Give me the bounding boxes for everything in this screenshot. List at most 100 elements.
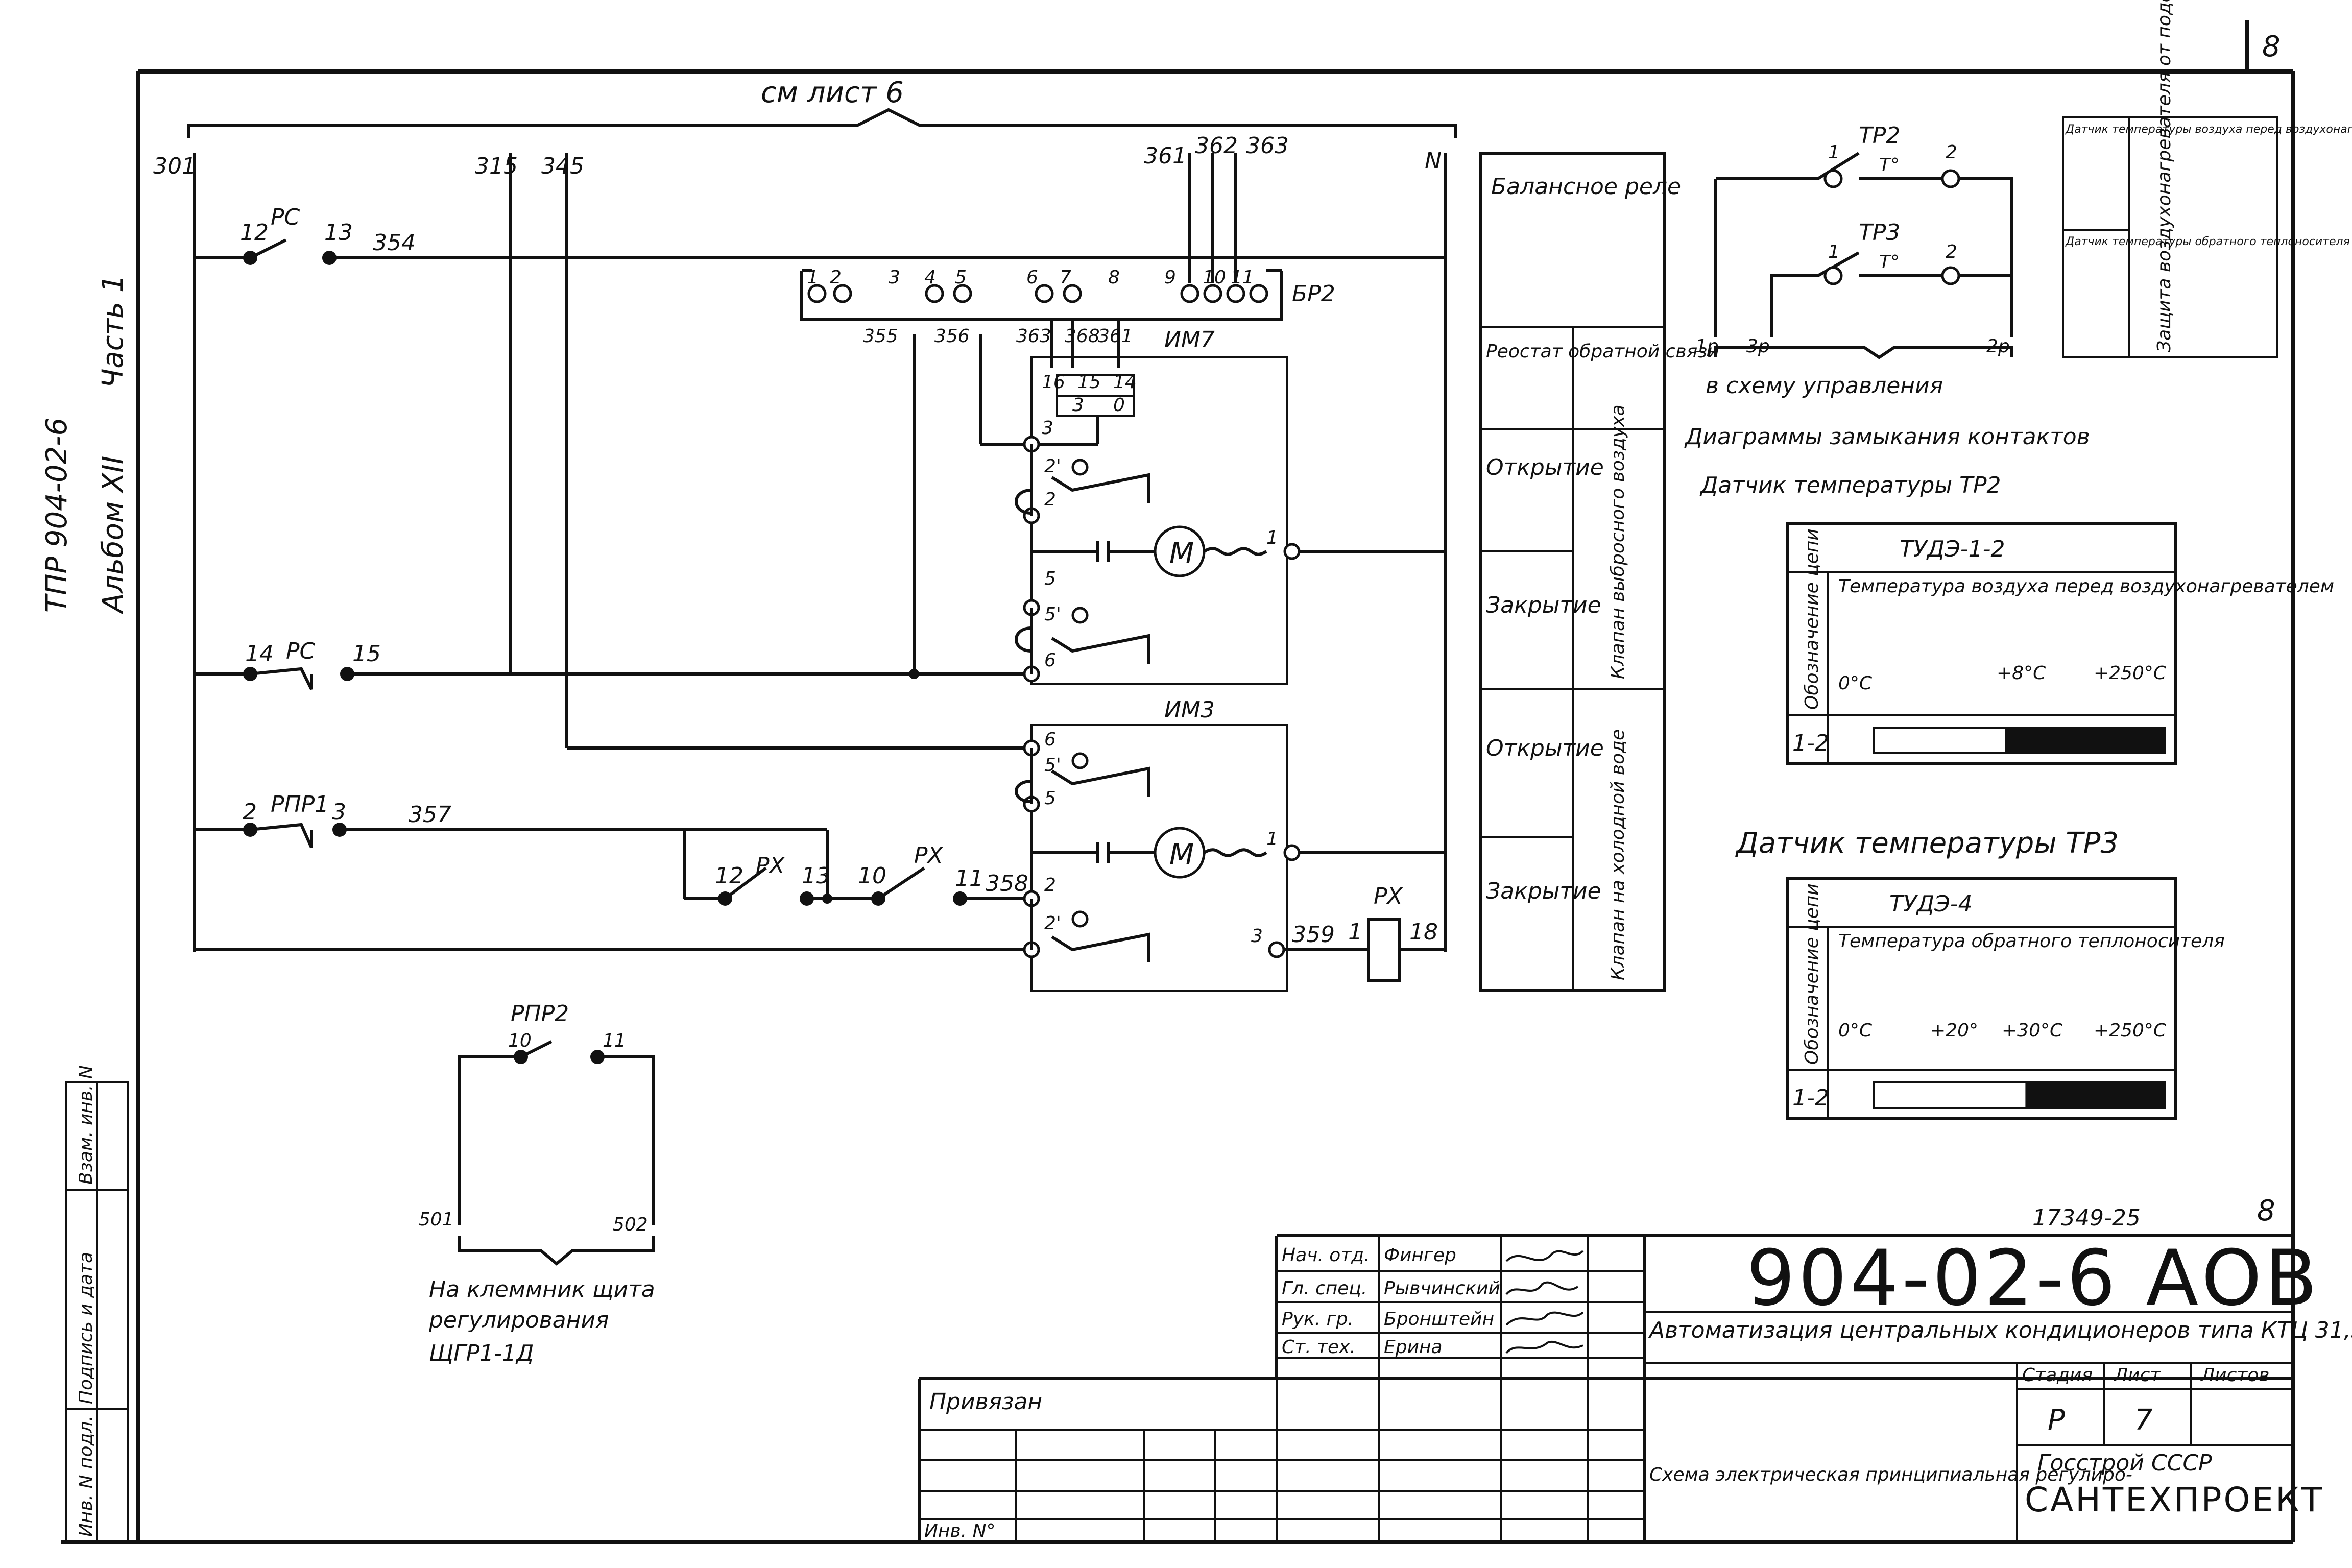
sensor-tr3-closed-bar [2025, 1082, 2165, 1108]
tr2-label: ТР2 [1859, 123, 1900, 149]
relay-terminal: 4 [924, 267, 936, 288]
stamp-podpis: Подпись и дата [76, 1252, 97, 1404]
tb-name: Ерина [1384, 1337, 1443, 1358]
px-coil [1367, 918, 1401, 982]
tb-inv: Инв. N° [924, 1521, 996, 1541]
relay-wire: 363 [1016, 326, 1051, 347]
im7-terminal: 5 [1044, 568, 1056, 589]
relay-terminal: 5 [955, 267, 967, 288]
tr-side-note-b: Датчик температуры обратного теплоносите… [2065, 235, 2352, 248]
contact-dot [243, 667, 257, 681]
top-brace: см лист 6 [187, 76, 1457, 138]
actuator-im3 [1015, 724, 1301, 992]
im7-sub-terminal: 16 [1042, 372, 1065, 393]
bus-label-301: 301 [153, 153, 196, 179]
stamp-inv-podl: Инв. N подл. [76, 1415, 97, 1537]
tb-sheet-top: 8 [2257, 1194, 2275, 1227]
pc-mid-n2: 15 [352, 641, 381, 667]
tr-node: 3р [1746, 336, 1770, 357]
sensor-tr2-title: Датчик температуры ТР2 [1699, 472, 2001, 498]
tr-side-note-c: Защита воздухонагревателя от подогрева и… [2154, 0, 2175, 352]
tb-role: Рук. гр. [1282, 1309, 1354, 1330]
relay-terminal: 7 [1060, 267, 1071, 288]
pc-mid-name: РС [286, 638, 316, 664]
relay-terminal: 3 [889, 267, 900, 288]
table-row-open1: Открытие [1486, 454, 1604, 480]
rpr2-n1: 10 [508, 1030, 532, 1051]
sensor-tr3-tick: +30°С [2002, 1020, 2063, 1041]
contact-dot [800, 891, 814, 906]
sensor-tr3-tick: +250°С [2094, 1020, 2167, 1041]
tb-code: 904-02-6 АОВ [1746, 1234, 2320, 1323]
table-row-close1: Закрытие [1486, 592, 1601, 618]
sensor-tr3-table [1786, 877, 2177, 1120]
sensor-tr3-tick: +20° [1930, 1020, 1978, 1041]
sensor-tr2-tick: +250°С [2094, 663, 2167, 684]
actuator-im3-name: ИМ3 [1164, 697, 1215, 723]
im7-terminal: 5' [1044, 604, 1061, 625]
tb-title: Автоматизация центральных кондиционеров … [1648, 1317, 2352, 1343]
sensor-tr3-row: 1-2 [1792, 1085, 1829, 1111]
junction-dot [822, 894, 832, 904]
tb-bound: Привязан [929, 1389, 1042, 1415]
signature [1505, 1281, 1579, 1295]
right-function-table [1479, 152, 1666, 992]
bus-label-345: 345 [541, 153, 584, 179]
tb-doc-no: 17349-25 [2032, 1205, 2141, 1231]
sheet-frame [61, 20, 2295, 1544]
relay-terminals [807, 284, 1268, 303]
im7-motor-symbol: M [1169, 537, 1194, 570]
rpr2-caption3: ЩГР1-1Д [429, 1340, 534, 1366]
contact-dot [332, 823, 347, 837]
junction-dot [909, 669, 919, 679]
contact-dot [322, 251, 337, 265]
im7-terminal: 1 [1266, 527, 1278, 548]
sheet-corner-number: 8 [2262, 30, 2281, 63]
px-coil-wire: 359 [1292, 922, 1335, 948]
relay-block-br2 [800, 269, 1283, 321]
px2-n2: 11 [955, 865, 983, 891]
rpr1-n2: 3 [332, 799, 346, 825]
px1-n1: 12 [715, 863, 743, 889]
tb-role: Нач. отд. [1282, 1245, 1370, 1266]
contact-dot [243, 251, 257, 265]
relay-terminal: 2 [830, 267, 842, 288]
sensor-tr2-desc: Температура воздуха перед воздухонагрева… [1838, 576, 2334, 597]
main-wiring [193, 153, 1447, 952]
table-row-balance: Балансное реле [1491, 174, 1681, 200]
relay-block-name: БР2 [1292, 281, 1335, 307]
sensor-tr2-col-header: Обозначение цепи [1802, 528, 1822, 710]
tb-role: Ст. тех. [1282, 1337, 1356, 1358]
im7-terminal: 3 [1042, 418, 1053, 439]
rpr1-name: РПР1 [271, 791, 329, 817]
pc-top-n2: 13 [324, 220, 353, 246]
rpr1-wire: 357 [409, 802, 451, 828]
px2-wire: 358 [986, 871, 1028, 897]
signature [1505, 1250, 1584, 1262]
relay-terminal: 11 [1231, 267, 1254, 288]
table-row-open2: Открытие [1486, 735, 1604, 761]
tb-org1: Госстрой СССР [2037, 1450, 2212, 1476]
im7-sub-terminal: 14 [1113, 372, 1137, 393]
contact-dot [718, 891, 732, 906]
stamp-vzam: Взам. инв. N [76, 1065, 97, 1185]
table-row-close2: Закрытие [1486, 878, 1601, 904]
tb-name: Рывчинский [1384, 1278, 1500, 1299]
tr-node: 1 [1828, 142, 1840, 163]
relay-terminal: 10 [1203, 267, 1226, 288]
im7-terminal: 2 [1044, 489, 1056, 510]
diagrams-title: Диаграммы замыкания контактов [1684, 424, 2090, 450]
pc-top-wire: 354 [373, 230, 416, 256]
im7-terminal: 2' [1044, 456, 1061, 477]
sensor-tr2-tick: 0°С [1838, 673, 1873, 694]
table-group-exhaust-valve: Клапан выбросного воздуха [1607, 404, 1628, 679]
bus-label-362: 362 [1195, 133, 1238, 159]
im3-terminal: 5' [1044, 755, 1061, 776]
relay-wire: 355 [863, 326, 898, 347]
im3-terminal: 5 [1044, 788, 1056, 809]
px1-n2: 13 [802, 863, 830, 889]
bus-label-363: 363 [1246, 133, 1289, 159]
sensor-tr3-tick: 0°С [1838, 1020, 1873, 1041]
tr-node: 2 [1946, 242, 1957, 262]
